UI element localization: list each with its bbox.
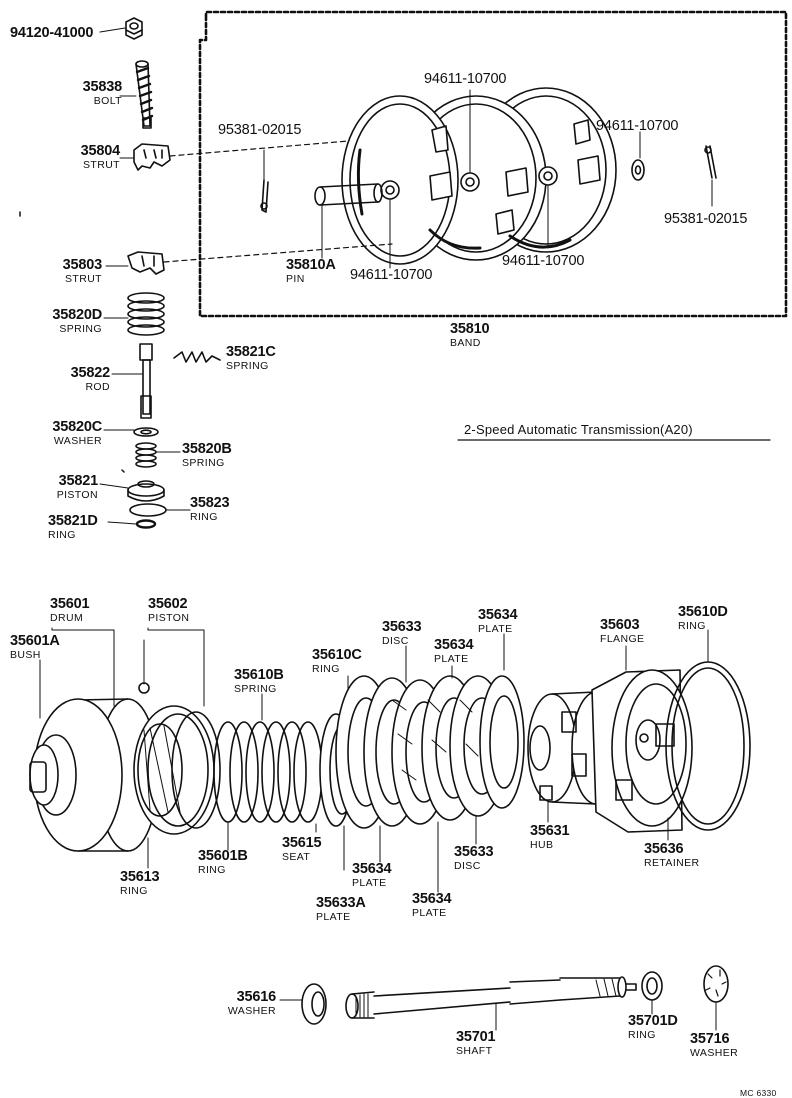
band-assembly-dashed-frame xyxy=(198,10,788,318)
nut-part xyxy=(125,17,143,40)
flange-retainer-part xyxy=(591,669,693,833)
diagram-code: MC 6330 xyxy=(740,1088,777,1098)
ring-35821d-part xyxy=(135,519,157,529)
spring-35820d-part xyxy=(127,292,165,336)
strut-lower-part xyxy=(127,251,165,275)
band-pin-part xyxy=(314,183,383,206)
piston-35602-part xyxy=(133,705,221,835)
part-label-95381-02015-right: 95381-02015 xyxy=(664,211,748,227)
rod-part xyxy=(139,343,153,419)
return-spring-part xyxy=(213,721,323,823)
washer-35820c-part xyxy=(133,427,159,437)
part-label-94611-10700-lower-right: 94611-10700 xyxy=(502,253,585,269)
ring-35701d-part xyxy=(641,971,663,1001)
output-shaft-part xyxy=(345,976,637,1019)
washer-right-part xyxy=(631,159,645,181)
spring-35821c-part xyxy=(173,351,221,363)
clutch-pack-part xyxy=(335,675,525,829)
piston-35821-part xyxy=(127,480,165,502)
washer-35616-part xyxy=(301,983,327,1025)
washer-35716-part xyxy=(703,965,729,1003)
part-label-94611-10700-top: 94611-10700 xyxy=(424,71,507,87)
diagram-caption: 2-Speed Automatic Transmission(A20) xyxy=(464,422,693,437)
strut-upper-part xyxy=(133,143,171,171)
part-label-94611-10700-right: 94611-10700 xyxy=(596,118,679,134)
bolt-part xyxy=(135,60,154,129)
cotter-pin-right xyxy=(704,145,717,179)
cotter-pin-left xyxy=(260,179,269,213)
part-label-95381-02015-left: 95381-02015 xyxy=(218,122,302,138)
part-label-94611-10700-bottom: 94611-10700 xyxy=(350,267,433,283)
ring-35823-part xyxy=(129,503,167,517)
part-label-94120-41000: 94120-41000 xyxy=(10,25,94,41)
spring-35820b-part xyxy=(135,442,157,468)
brake-band-part xyxy=(341,87,617,265)
